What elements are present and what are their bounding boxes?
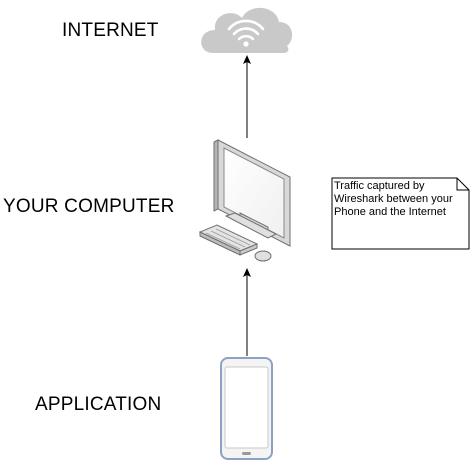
- smartphone-icon: [220, 357, 273, 460]
- note-line: Wireshark between your: [334, 193, 453, 205]
- note-box: [331, 177, 470, 250]
- note-line: Traffic captured by: [334, 180, 425, 192]
- arrow-phone-to-computer: [243, 268, 251, 356]
- internet-label: INTERNET: [62, 20, 159, 41]
- note-text: Traffic captured by Wireshark between yo…: [334, 180, 471, 219]
- your-computer-label: YOUR COMPUTER: [3, 196, 175, 217]
- desktop-computer-icon: [198, 139, 291, 262]
- cloud-wifi-icon: [201, 7, 293, 53]
- application-label: APPLICATION: [35, 394, 162, 415]
- note-line: Phone and the Internet: [334, 206, 446, 218]
- arrow-computer-to-internet: [243, 55, 251, 138]
